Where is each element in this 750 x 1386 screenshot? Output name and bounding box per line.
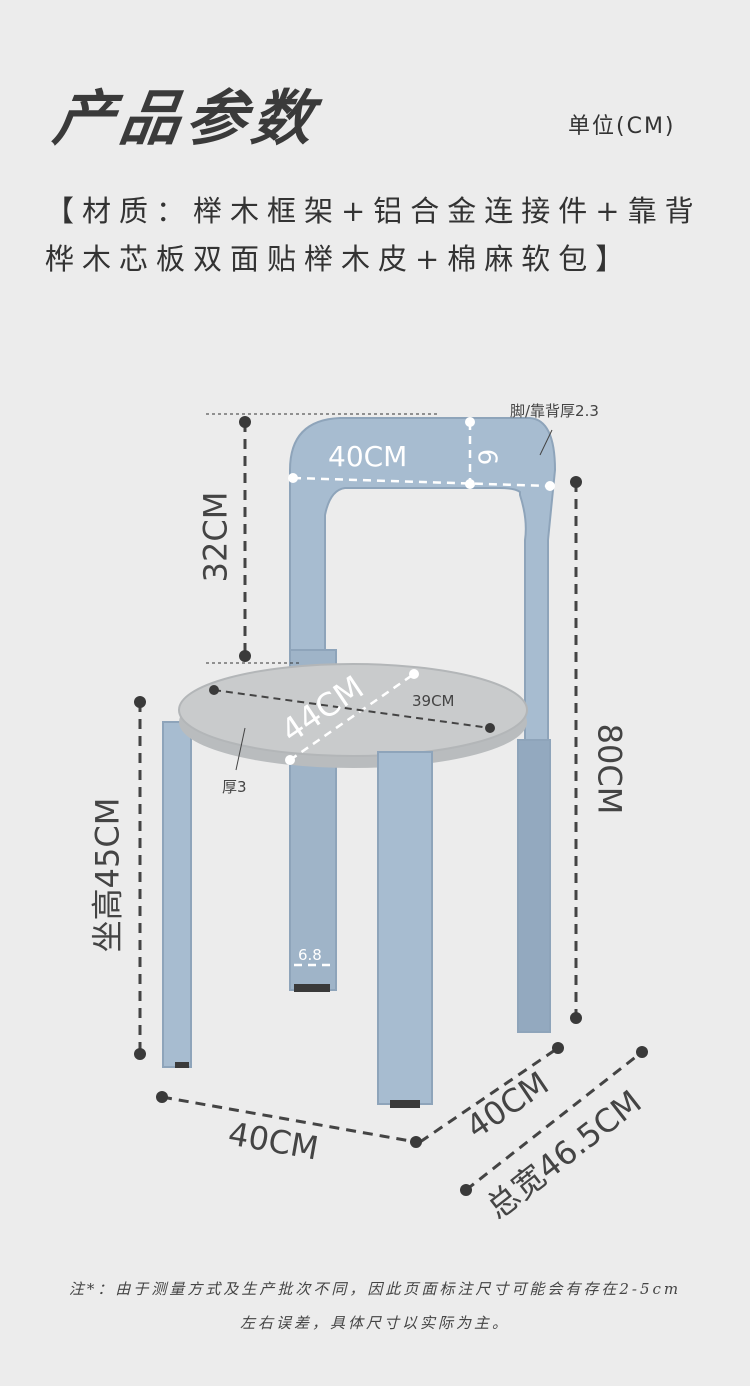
- material-line-1: 【材质：榉木框架+铝合金连接件+靠背: [45, 194, 702, 228]
- leg-width-label: 6.8: [298, 946, 322, 964]
- dim-base-width-line: [161, 1095, 417, 1144]
- footer-note-line-2: 左右误差，具体尺寸以实际为主。: [239, 1314, 510, 1332]
- back-thickness-label: 6: [471, 448, 502, 466]
- leg-back-thickness-label: 脚/靠背厚2.3: [510, 402, 599, 420]
- dim-base-depth-line: [419, 1046, 559, 1144]
- seat-cushion-top: [178, 663, 528, 757]
- front-right-leg: [377, 751, 433, 1105]
- back-height-label: 32CM: [196, 491, 235, 583]
- footer-note-line-1: 注*：由于测量方式及生产批次不同，因此页面标注尺寸可能会有存在2-5cm: [68, 1280, 682, 1298]
- front-right-foot: [390, 1100, 420, 1108]
- dim-seat-diagonal-line: [289, 672, 415, 762]
- rear-left-foot: [294, 984, 330, 992]
- unit-label: 单位(CM): [568, 114, 676, 139]
- dim-total-width-line: [465, 1050, 643, 1192]
- back-width-label: 40CM: [328, 440, 408, 473]
- seat-thickness-label: 厚3: [222, 778, 247, 796]
- seat-depth-label: 39CM: [412, 692, 455, 710]
- total-height-label: 80CM: [590, 723, 629, 815]
- dim-seat-depth-line: [213, 689, 491, 729]
- material-line-2: 桦木芯板双面贴榉木皮+棉麻软包】: [45, 242, 633, 276]
- dim-back-width-line: [292, 476, 551, 488]
- front-left-foot: [175, 1062, 189, 1068]
- seat-height-label: 坐高45CM: [88, 797, 127, 953]
- rear-right-leg: [517, 739, 551, 1033]
- front-left-leg: [162, 721, 192, 1068]
